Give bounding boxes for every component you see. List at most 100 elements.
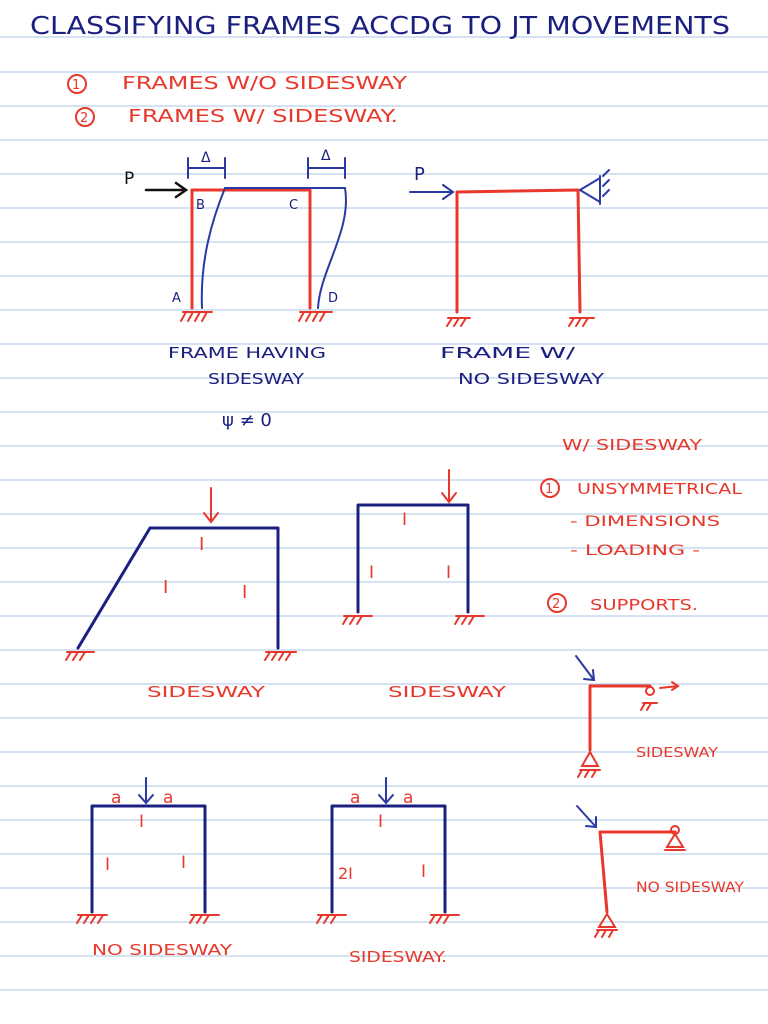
load-arrow: [138, 777, 154, 805]
member-label: I: [139, 812, 144, 832]
load-arrow: [203, 487, 219, 524]
fixed-support-icon: [316, 914, 347, 924]
load-arrow: [575, 655, 596, 682]
pin-support-base: [664, 832, 686, 851]
dimension-label: a: [403, 788, 413, 808]
member-label: 2I: [338, 864, 353, 883]
delta-dimension-left: [187, 157, 226, 179]
lateral-support-icon: [579, 169, 610, 205]
list-number-circle: [540, 478, 560, 498]
inclined-leg-frame: I I I SIDESWAY: [65, 487, 297, 701]
delta-dimension-right: [307, 157, 346, 179]
frame-outline: [330, 804, 447, 914]
mixed-support-frame-no-sidesway: NO SIDESWAY: [576, 805, 744, 938]
frame-outline: [90, 804, 207, 914]
load-label: P: [124, 169, 134, 189]
dimension-label: a: [111, 788, 121, 808]
frame-caption: SIDESWAY.: [349, 948, 447, 966]
fixed-support-icon: [189, 914, 220, 924]
member-label: I: [105, 855, 110, 875]
fixed-support-icon: [76, 914, 108, 924]
deflected-column-left: [200, 187, 226, 309]
fixed-support-icon: [65, 651, 95, 661]
fixed-support-icon: [342, 615, 373, 625]
note-1-sub-2: - LOADING -: [570, 543, 700, 559]
caption-line-2: NO SIDESWAY: [458, 370, 605, 388]
list-item-2-text: FRAMES W/ SIDESWAY.: [128, 106, 398, 127]
list-number-circle: [75, 107, 95, 127]
delta-label-left: Δ: [201, 150, 211, 166]
frame-caption: SIDESWAY: [636, 746, 718, 761]
frame-sidesway-diagram: Δ Δ P B C A D FRAME HAVING SIDESWAY ψ ≠ …: [124, 148, 347, 431]
deflected-column-right: [317, 187, 347, 309]
frame-outline: [588, 684, 652, 752]
notes-heading: W/ SIDESWAY: [562, 436, 703, 454]
fixed-support-icon: [298, 311, 333, 322]
frame-caption: NO SIDESWAY: [92, 941, 233, 959]
fixed-support-icon: [429, 914, 460, 924]
note-1-sub-1: - DIMENSIONS: [570, 514, 720, 530]
list-item-2-number: 2: [80, 111, 88, 126]
member-label: I: [378, 812, 383, 832]
dimension-label: a: [350, 788, 360, 808]
note-1-number: 1: [545, 482, 553, 497]
fixed-support-icon: [180, 311, 213, 322]
movement-arrow: [659, 681, 680, 691]
roller-support-icon: [645, 686, 655, 696]
member-label: I: [446, 563, 451, 583]
asymmetric-load-frame: I I I SIDESWAY: [342, 469, 507, 701]
frame-outline: [598, 830, 677, 914]
frame-outline: [455, 188, 582, 314]
member-label: I: [369, 563, 374, 583]
list-number-circle: [67, 74, 87, 94]
classification-list: 1 FRAMES W/O SIDESWAY 2 FRAMES W/ SIDESW…: [67, 73, 408, 127]
note-2-text: SUPPORTS.: [590, 596, 698, 614]
delta-label-right: Δ: [321, 148, 331, 164]
node-label-b: B: [196, 198, 205, 213]
frame-caption: SIDESWAY: [147, 683, 266, 701]
pin-support-icon: [577, 749, 601, 778]
load-arrow: [409, 184, 455, 200]
member-label: I: [181, 853, 186, 873]
list-item-1-text: FRAMES W/O SIDESWAY: [122, 73, 408, 94]
frame-outline: [190, 188, 312, 310]
caption-line-1: FRAME W/: [440, 344, 577, 362]
note-2-number: 2: [552, 597, 560, 612]
symmetric-frame: a a I I I NO SIDESWAY: [76, 777, 233, 959]
unequal-stiffness-frame: a a I 2I I SIDESWAY.: [316, 777, 460, 966]
member-label: I: [421, 862, 426, 882]
member-label: I: [199, 534, 204, 555]
fixed-support-icon: [446, 317, 471, 327]
page-title: CLASSIFYING FRAMES ACCDG TO JT MOVEMENTS: [30, 11, 730, 40]
frame-caption: NO SIDESWAY: [636, 880, 744, 896]
node-label-a: A: [172, 291, 181, 306]
node-label-c: C: [289, 198, 298, 213]
member-label: I: [402, 510, 407, 530]
load-arrow: [378, 777, 394, 805]
fixed-support-icon: [568, 317, 595, 327]
member-label: I: [242, 582, 247, 603]
note-1-text: UNSYMMETRICAL: [577, 480, 743, 498]
frame-caption: SIDESWAY: [388, 683, 507, 701]
list-item-1-number: 1: [72, 78, 80, 93]
frame-no-sidesway-diagram: P FRAME W/ NO SIDESWAY: [409, 164, 610, 388]
node-label-d: D: [328, 291, 338, 306]
psi-condition: ψ ≠ 0: [222, 410, 272, 431]
roller-base: [640, 702, 658, 711]
mixed-support-frame-sidesway: SIDESWAY: [575, 655, 718, 778]
sidesway-causes-notes: W/ SIDESWAY 1 UNSYMMETRICAL - DIMENSIONS…: [540, 436, 743, 614]
load-arrow: [576, 805, 597, 829]
caption-line-2: SIDESWAY: [208, 370, 305, 388]
dimension-label: a: [163, 788, 173, 808]
frame-outline: [356, 503, 470, 614]
fixed-support-icon: [264, 651, 297, 661]
pin-support-icon: [594, 912, 618, 938]
load-label: P: [414, 164, 425, 185]
load-arrow: [441, 469, 457, 504]
fixed-support-icon: [454, 615, 485, 625]
list-number-circle: [547, 593, 567, 613]
member-label: I: [163, 577, 168, 598]
frame-outline: [76, 526, 280, 650]
